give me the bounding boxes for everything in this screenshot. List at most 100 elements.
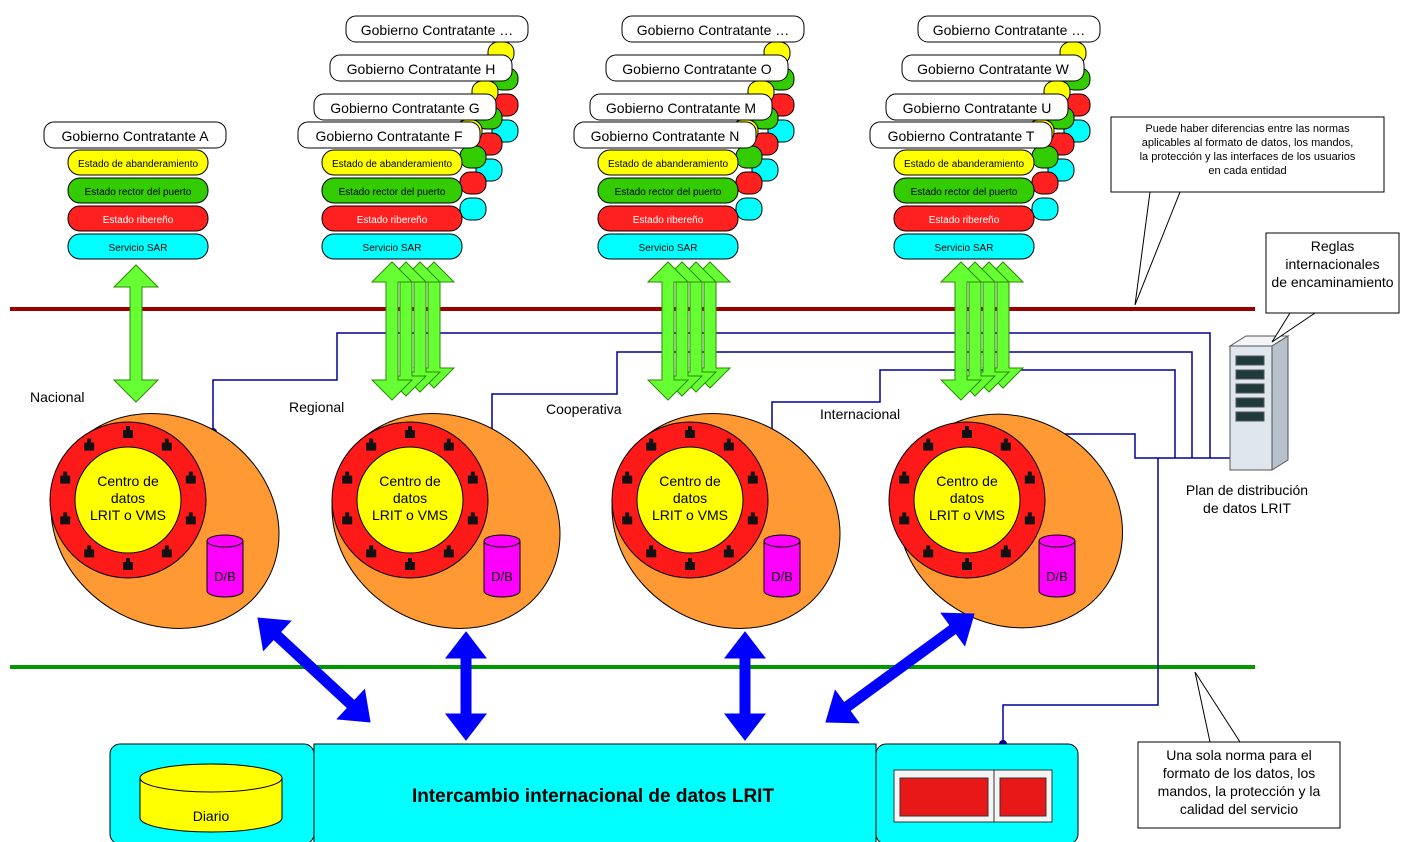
role-tab [735, 145, 763, 169]
callout-text-line: formato de los datos, los [1163, 765, 1316, 781]
callout-text-line: internacionales [1285, 256, 1379, 272]
terminal-icon [902, 471, 907, 476]
terminal-icon [405, 562, 415, 570]
terminal-icon [446, 438, 451, 443]
data-centre-label-line: datos [673, 490, 707, 506]
database-icon-top [1038, 534, 1076, 548]
terminal-icon [443, 549, 454, 558]
role-box [321, 205, 463, 232]
terminal-icon [646, 549, 657, 558]
government-box [621, 15, 805, 43]
exchange-panel-center [313, 743, 877, 842]
data-centre-label-line: LRIT o VMS [90, 507, 166, 523]
terminal-icon [1027, 471, 1032, 476]
terminal-icon [342, 475, 353, 484]
government-box [917, 15, 1101, 43]
terminal-icon [747, 475, 758, 484]
role-tab [735, 171, 763, 195]
role-label: Estado de abanderamiento [608, 159, 729, 170]
callout-text-line: calidad del servicio [1180, 801, 1298, 817]
exchange-arrow-shape [825, 612, 975, 724]
terminal-icon [1003, 545, 1008, 550]
exchange-arrow [825, 612, 975, 724]
government-box [313, 93, 497, 121]
role-label: Estado de abanderamiento [78, 159, 199, 170]
government-box [43, 121, 227, 149]
bidirectional-arrow [112, 264, 160, 403]
role-box [597, 177, 739, 204]
database-icon-top [483, 534, 521, 548]
government-stack-internacional: Gobierno Contratante …Gobierno Contratan… [869, 15, 1101, 260]
database-icon-top [763, 534, 801, 548]
terminal-icon [1024, 516, 1035, 525]
terminal-icon [685, 562, 695, 570]
data-centre-core [356, 446, 464, 554]
government-name: Gobierno Contratante H [347, 61, 496, 77]
terminal-icon [84, 442, 95, 451]
terminal-icon [965, 558, 969, 562]
terminal-icon [161, 442, 172, 451]
group-kind-label: Nacional [30, 389, 84, 405]
terminal-icon [1000, 442, 1011, 451]
terminal-icon [899, 516, 910, 525]
government-name: Gobierno Contratante … [933, 22, 1086, 38]
bidirectional-arrow [646, 261, 690, 401]
database-icon-top [206, 534, 244, 548]
database-icon [483, 541, 521, 598]
terminal-icon [405, 430, 415, 438]
role-box [893, 177, 1035, 204]
terminal-icon [723, 549, 734, 558]
data-centre-label-line: LRIT o VMS [372, 507, 448, 523]
terminal-icon [750, 512, 755, 517]
role-label: Estado rector del puerto [85, 187, 192, 198]
role-box [67, 205, 209, 232]
role-label: Estado ribereño [357, 215, 428, 226]
terminal-icon [369, 545, 374, 550]
data-centre-label-line: LRIT o VMS [652, 507, 728, 523]
terminal-icon [726, 545, 731, 550]
terminal-icon [63, 512, 68, 517]
data-centre-label-line: datos [950, 490, 984, 506]
role-label: Estado ribereño [103, 215, 174, 226]
terminal-icon [625, 471, 630, 476]
terminal-icon [625, 512, 630, 517]
database-label: D/B [491, 569, 513, 584]
terminal-icon [185, 516, 196, 525]
callout-box [1137, 741, 1341, 829]
terminal-icon [1027, 512, 1032, 517]
role-tab [1031, 171, 1059, 195]
government-stack-cooperativa: Gobierno Contratante …Gobierno Contratan… [573, 15, 805, 260]
role-tab [1031, 197, 1059, 221]
government-box [885, 93, 1069, 121]
exchange-arrow [444, 631, 488, 741]
role-label: Estado rector del puerto [339, 187, 446, 198]
terminal-icon [60, 516, 71, 525]
role-box [597, 149, 739, 176]
role-label: Estado ribereño [633, 215, 704, 226]
government-stacks-layer: Gobierno Contratante A Estado de abandera… [43, 15, 1101, 260]
role-label: Estado rector del puerto [911, 187, 1018, 198]
government-name: Gobierno Contratante A [61, 128, 209, 144]
group-kind-label: Cooperativa [546, 401, 622, 417]
role-box [321, 149, 463, 176]
role-tab [735, 197, 763, 221]
terminal-icon [443, 442, 454, 451]
data-centre-label-line: Centro de [659, 473, 721, 489]
callout-tail [1134, 191, 1181, 306]
server-drive-bay [1235, 411, 1265, 422]
terminal-icon [899, 475, 910, 484]
callout-text-line: Reglas [1311, 238, 1355, 254]
role-label: Servicio SAR [639, 243, 698, 254]
arrows-layer [112, 261, 1025, 741]
terminal-icon [185, 475, 196, 484]
database-label: D/B [214, 569, 236, 584]
terminal-icon [467, 516, 478, 525]
role-box [893, 149, 1035, 176]
